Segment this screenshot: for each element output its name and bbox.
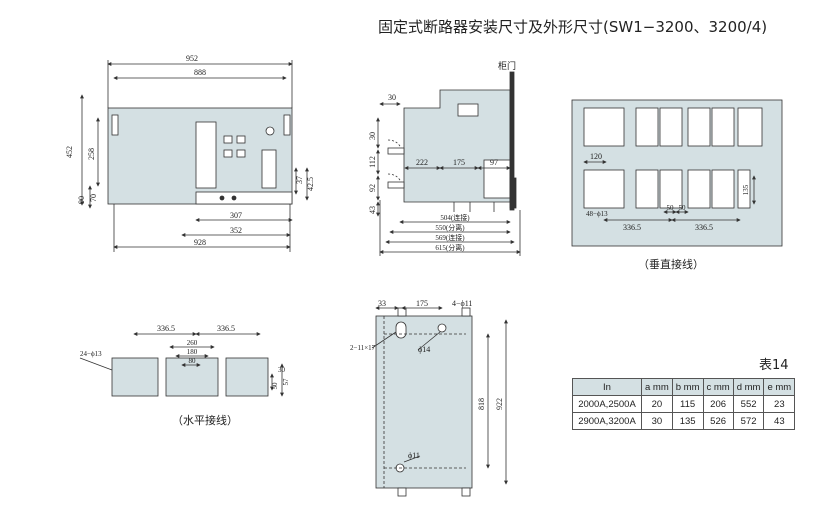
cabinet-door-label: 柜门 xyxy=(498,60,516,71)
dim-57: 57 xyxy=(282,378,290,386)
dim-42-5: 42.5 xyxy=(306,177,315,191)
col-a: a mm xyxy=(641,378,673,396)
dim-175: 175 xyxy=(453,158,465,167)
horizontal-wiring-caption: （水平接线） xyxy=(172,414,238,427)
dim-352: 352 xyxy=(230,226,242,235)
dim-80: 80 xyxy=(189,357,197,365)
cell: 23 xyxy=(763,395,796,413)
vertical-wiring-labels: 120 48−ϕ13 50 50 336.5 336.5 135 xyxy=(586,152,750,232)
mounting-plate xyxy=(371,306,508,497)
cell: 2000A,2500A xyxy=(572,395,642,413)
dim-888: 888 xyxy=(194,68,206,77)
dim-336-5-b: 336.5 xyxy=(695,223,713,232)
dim-120: 120 xyxy=(590,152,602,161)
dim-37: 37 xyxy=(295,176,304,184)
dim-569: 569(连接) xyxy=(435,233,465,242)
dim-4-holes: 4−ϕ11 xyxy=(452,299,472,308)
drawing-title: 固定式断路器安装尺寸及外形尺寸(SW1−3200、3200/4) xyxy=(378,18,768,36)
cell: 43 xyxy=(763,412,796,430)
dim-30-h: 30 xyxy=(278,366,286,374)
dim-phi11: ϕ11 xyxy=(408,451,420,460)
dim-92: 92 xyxy=(368,184,377,192)
front-view xyxy=(80,60,309,252)
dim-70: 70 xyxy=(89,194,98,202)
cell: 135 xyxy=(671,412,704,430)
table-title: 表14 xyxy=(759,358,789,373)
dim-33: 33 xyxy=(378,299,386,308)
spec-table: In a mm b mm c mm d mm e mm 2000A,2500A … xyxy=(572,378,796,430)
col-b: b mm xyxy=(671,378,704,396)
cell: 2900A,3200A xyxy=(572,412,642,430)
dim-112: 112 xyxy=(368,156,377,168)
dim-30-left: 30 xyxy=(368,132,377,140)
vertical-wiring-panel xyxy=(571,99,783,247)
vertical-terminals-top xyxy=(583,107,763,147)
dim-550: 550(分离) xyxy=(435,223,465,232)
side-view xyxy=(376,71,521,256)
cell: 115 xyxy=(671,395,704,413)
dim-922: 922 xyxy=(495,398,504,410)
vertical-terminals-bottom xyxy=(583,169,751,209)
dim-135: 135 xyxy=(742,184,750,195)
cabinet-door xyxy=(509,71,515,211)
dim-90: 90 xyxy=(77,196,86,204)
dim-336-5-d: 336.5 xyxy=(217,324,235,333)
col-e: e mm xyxy=(763,378,796,396)
dim-452: 452 xyxy=(65,146,74,158)
dim-50-b: 50 xyxy=(679,204,687,212)
col-in: In xyxy=(572,378,642,396)
side-view-labels: 柜门 30 30 112 92 43 222 175 97 504(连接) 55… xyxy=(368,60,516,252)
col-c: c mm xyxy=(702,378,734,396)
dim-phi14: ϕ14 xyxy=(418,345,430,354)
dim-615: 615(分离) xyxy=(435,243,465,252)
dim-928: 928 xyxy=(194,238,206,247)
dim-952: 952 xyxy=(186,54,198,63)
dim-336-5-c: 336.5 xyxy=(157,324,175,333)
dim-307: 307 xyxy=(230,211,242,220)
dim-50-a: 50 xyxy=(667,204,675,212)
dim-175-plate: 175 xyxy=(416,299,428,308)
cell: 572 xyxy=(732,412,765,430)
dim-30-top: 30 xyxy=(388,93,396,102)
dim-180: 180 xyxy=(187,348,198,356)
dim-50-h: 50 xyxy=(271,382,279,390)
mounting-plate-labels: 33 175 4−ϕ11 2−11×17 ϕ14 818 922 ϕ11 xyxy=(350,299,504,460)
cell: 206 xyxy=(702,395,734,413)
cell: 30 xyxy=(641,412,673,430)
horizontal-wiring-panel xyxy=(79,332,284,397)
col-d: d mm xyxy=(732,378,765,396)
table-row: 2900A,3200A 30 135 526 572 43 xyxy=(572,412,796,430)
dim-336-5-a: 336.5 xyxy=(623,223,641,232)
table-header-row: In a mm b mm c mm d mm e mm xyxy=(572,378,796,396)
cell: 552 xyxy=(732,395,765,413)
cell: 526 xyxy=(702,412,734,430)
dim-97: 97 xyxy=(490,158,498,167)
vertical-wiring-caption: （垂直接线） xyxy=(638,258,704,271)
table-row: 2000A,2500A 20 115 206 552 23 xyxy=(572,395,796,413)
dim-258: 258 xyxy=(87,148,96,160)
dim-504: 504(连接) xyxy=(440,213,470,222)
dim-260: 260 xyxy=(187,339,198,347)
cell: 20 xyxy=(641,395,673,413)
dim-818: 818 xyxy=(477,398,486,410)
dim-43: 43 xyxy=(368,206,377,214)
dim-222: 222 xyxy=(416,158,428,167)
dim-slot: 2−11×17 xyxy=(350,344,376,352)
dim-48-holes: 48−ϕ13 xyxy=(586,210,608,218)
horizontal-wiring-labels: 336.5 336.5 24−ϕ13 260 180 80 50 57 30 xyxy=(80,324,290,390)
front-view-labels: 952 888 452 258 90 70 37 42.5 307 352 92… xyxy=(65,54,315,247)
dim-24-holes: 24−ϕ13 xyxy=(80,350,102,358)
